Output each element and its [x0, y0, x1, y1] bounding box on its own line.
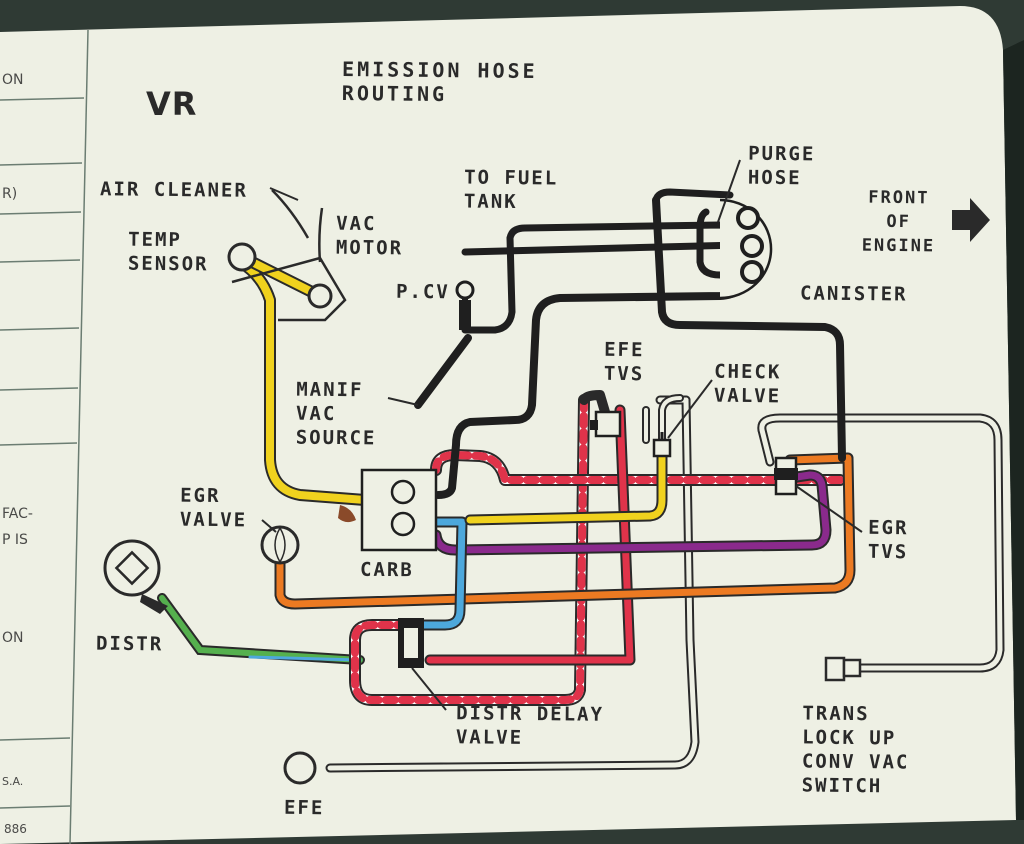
vac-motor-label: VAC MOTOR	[335, 212, 404, 260]
efe-icon	[283, 751, 317, 785]
trans-switch-icon	[824, 656, 862, 682]
efe-tvs-label: EFE TVS	[603, 338, 645, 386]
distr-label: DISTR	[95, 632, 164, 656]
pcv-label: P.CV	[395, 280, 450, 304]
air-cleaner-label: AIR CLEANER	[99, 178, 248, 202]
air-cleaner-assembly	[231, 189, 347, 322]
egr-valve-label: EGR VALVE	[179, 484, 248, 532]
trans-lock-up-label: TRANS LOCK UP CONV VAC SWITCH	[801, 702, 910, 798]
model-code: VR	[146, 85, 198, 123]
distr-delay-valve-label: DISTR DELAY VALVE	[455, 702, 605, 749]
manif-vac-source-label: MANIF VAC SOURCE	[295, 378, 377, 450]
temp-sensor-icon	[227, 242, 257, 272]
canister-label: CANISTER	[799, 282, 908, 306]
blue-hose	[414, 516, 468, 631]
decal-right-edge-shadow	[1003, 40, 1024, 820]
egr-tvs-icon	[774, 456, 798, 496]
diagram-title: EMISSION HOSE ROUTING	[341, 56, 538, 107]
front-arrow-icon	[952, 198, 990, 242]
panel-fragment: ON	[2, 72, 24, 88]
egr-valve-icon	[260, 525, 300, 565]
adjacent-info-panel	[0, 29, 89, 844]
distributor-icon	[103, 539, 168, 614]
decal-background	[0, 6, 1016, 844]
leader-lines	[261, 159, 863, 711]
check-valve-stub	[642, 394, 684, 444]
efe-tvs-icon	[590, 410, 622, 438]
vac-motor-icon	[307, 283, 333, 309]
to-fuel-tank-label: TO FUEL TANK	[463, 166, 559, 214]
purge-hose-label: PURGE HOSE	[747, 142, 816, 190]
pcv-valve-icon	[455, 280, 475, 330]
gray-tubes	[325, 395, 1005, 773]
red-hose	[424, 404, 636, 666]
carb-icon	[338, 468, 438, 552]
panel-fragment: ON	[2, 630, 24, 646]
panel-fragment: S.A.	[2, 775, 24, 788]
panel-fragment: R)	[2, 186, 18, 202]
orange-hose	[274, 452, 856, 610]
green-hose	[157, 593, 365, 665]
check-valve-icon	[652, 432, 672, 458]
panel-fragment: FAC-	[2, 506, 33, 522]
canister-icon	[719, 198, 773, 300]
purple-hose	[430, 469, 832, 556]
red-white-striped-hose	[349, 390, 846, 706]
egr-tvs-label: EGR TVS	[867, 516, 909, 564]
efe-label: EFE	[283, 796, 325, 820]
panel-fragment: P IS	[2, 532, 28, 548]
front-of-engine-label: FRONT OF ENGINE	[861, 187, 936, 257]
yellow-hose	[234, 252, 668, 526]
check-valve-label: CHECK VALVE	[713, 360, 782, 408]
distr-delay-valve-icon	[398, 618, 424, 668]
panel-fragment: 886	[4, 822, 27, 836]
carb-label: CARB	[359, 558, 414, 582]
temp-sensor-label: TEMP SENSOR	[127, 228, 209, 276]
